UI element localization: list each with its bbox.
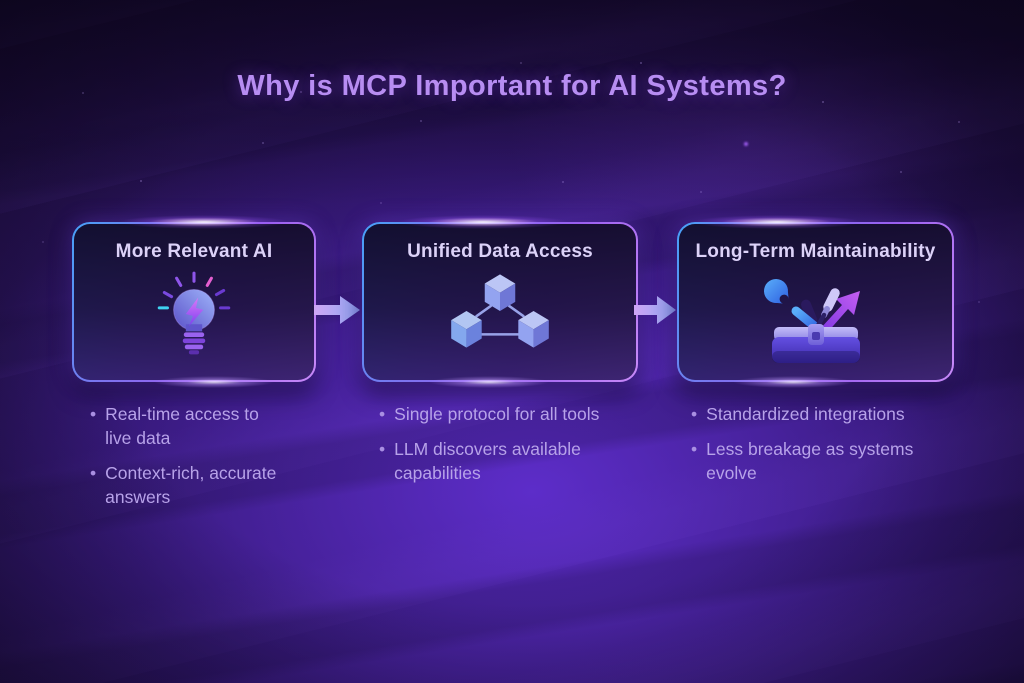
background-stars (0, 0, 2, 2)
bullet-text: Context-rich, accurate answers (105, 463, 277, 508)
card-title: Unified Data Access (407, 241, 593, 262)
bullet-text: Less breakage as systems evolve (706, 439, 914, 484)
bullet-text: Real-time access to live data (105, 404, 259, 449)
card-body: Unified Data Access (364, 224, 636, 380)
right-arrow-icon (634, 293, 678, 327)
bullet-dot: • (691, 404, 698, 424)
bullet-dot: • (691, 439, 698, 460)
card-unified-data-access: Unified Data Access (362, 215, 638, 388)
bullet-list-long-term-maintainability: • Standardized integrations • Less break… (691, 402, 946, 496)
page-title: Why is MCP Important for AI Systems? (237, 70, 787, 102)
bullet-text: Single protocol for all tools (394, 404, 600, 424)
bullet-text: Standardized integrations (706, 404, 905, 424)
bullet-text: LLM discovers available capabilities (394, 439, 581, 484)
bullet-dot: • (90, 404, 97, 424)
bullet-dot: • (379, 404, 386, 424)
list-item: • Standardized integrations (691, 402, 946, 426)
network-nodes-icon (439, 267, 561, 355)
toolbox-icon (756, 267, 876, 365)
right-arrow-icon (314, 293, 362, 327)
bullet-list-unified-data-access: • Single protocol for all tools • LLM di… (379, 402, 629, 496)
card-title: Long-Term Maintainability (695, 241, 936, 262)
bullet-dot: • (90, 463, 97, 484)
card-body: Long-Term Maintainability (679, 224, 952, 380)
card-body: More Relevant AI (74, 224, 314, 380)
bullet-list-more-relevant-ai: • Real-time access to live data • Contex… (90, 402, 285, 521)
list-item: • LLM discovers available capabilities (379, 437, 629, 485)
card-more-relevant-ai: More Relevant AI (72, 215, 316, 388)
card-title: More Relevant AI (115, 241, 273, 262)
list-item: • Context-rich, accurate answers (90, 461, 285, 509)
card-long-term-maintainability: Long-Term Maintainability (677, 215, 954, 388)
list-item: • Less breakage as systems evolve (691, 437, 946, 485)
bullet-dot: • (379, 439, 386, 460)
list-item: • Real-time access to live data (90, 402, 285, 450)
lightbulb-icon (147, 267, 241, 361)
list-item: • Single protocol for all tools (379, 402, 629, 426)
